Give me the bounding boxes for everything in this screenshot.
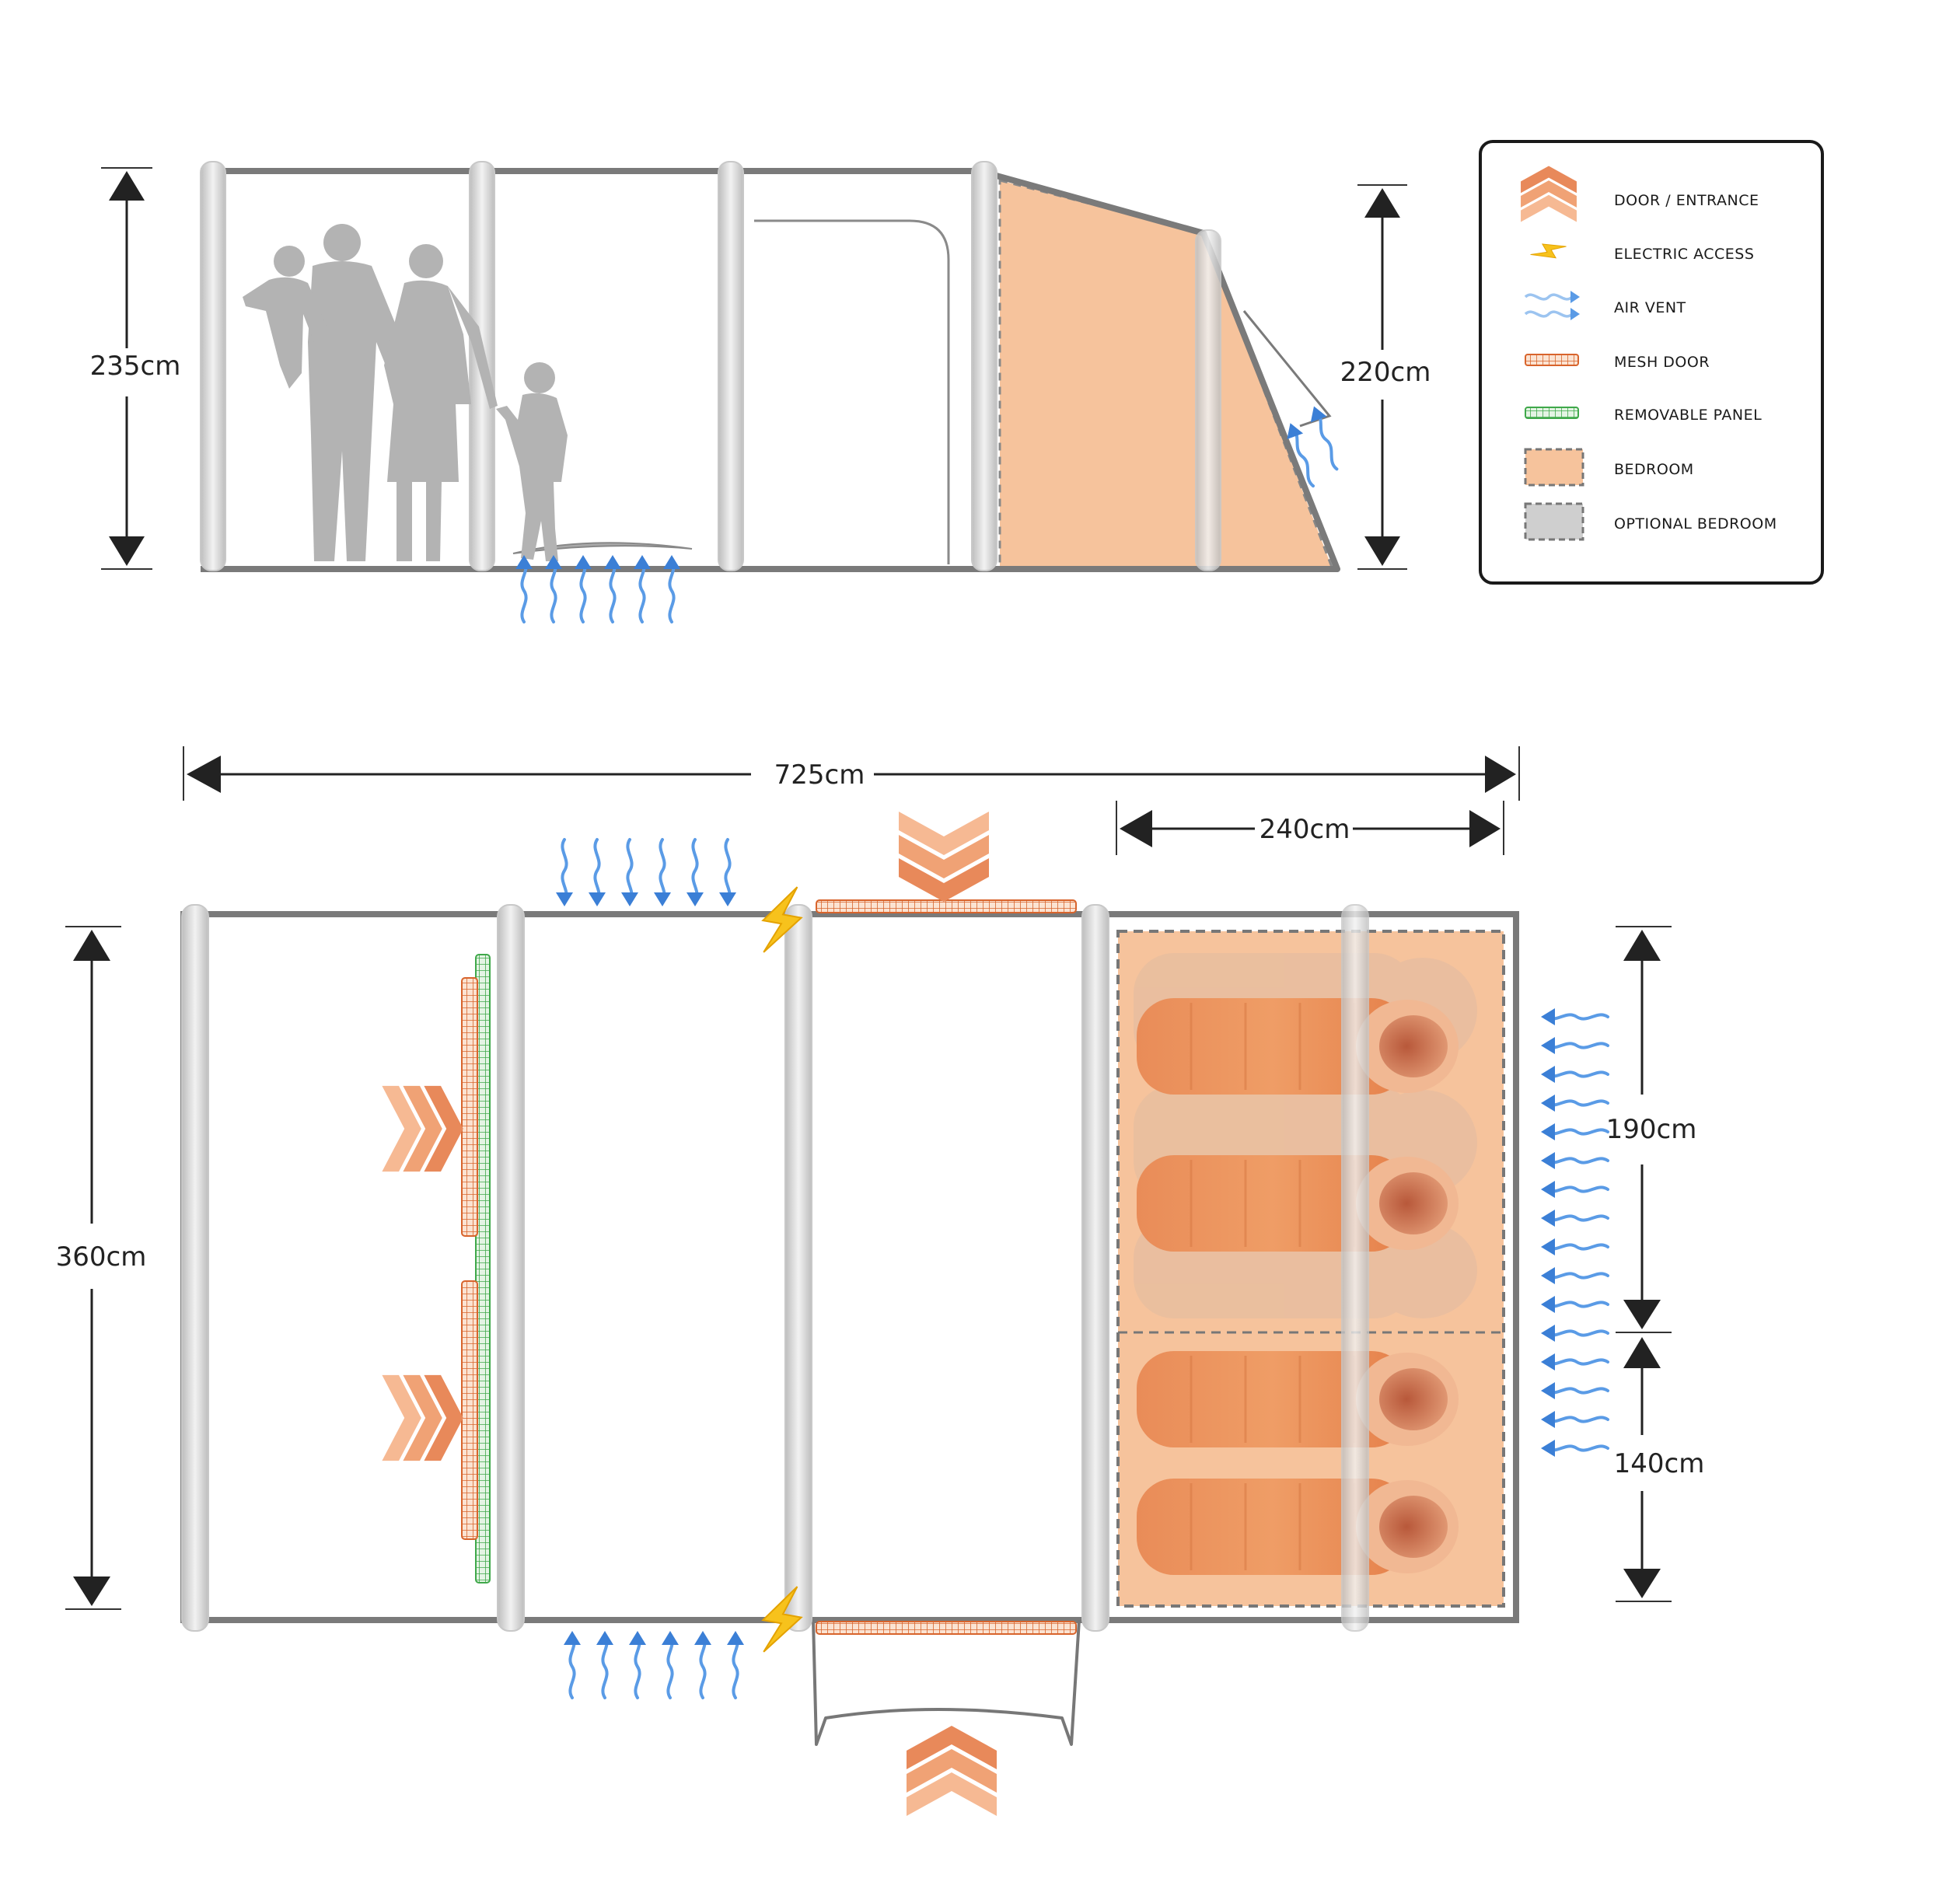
legend-label-bedroom: BEDROOM [1614,461,1694,478]
floor-beam-3 [784,904,812,1632]
dimension-bedroom-width: 190cm 140cm [1606,926,1705,1602]
air-vent-right [1539,1122,1609,1142]
porch-canopy [812,1619,1081,1746]
door-entrance-top [899,812,989,902]
legend-label-vent: AIR VENT [1614,299,1686,316]
side-rear-flap [1242,310,1332,428]
door-entrance-left-lower [382,1374,463,1461]
optional-bedroom-swatch [1524,502,1584,541]
dimension-height-left: 235cm [90,167,181,570]
legend-label-door: DOOR / ENTRANCE [1614,192,1759,209]
removable-panel-left [475,954,491,1583]
air-vent-right [1539,1179,1609,1199]
height-left-label: 235cm [90,351,181,382]
air-vent-right [1539,1352,1609,1372]
door-entrance-bottom [907,1726,997,1816]
dimension-total-length: 725cm [183,746,1520,801]
floor-vents-right [1539,1007,1609,1458]
removable-panel-icon [1525,407,1579,419]
side-beam-3 [718,161,744,571]
air-vent-right [1539,1064,1609,1084]
total-width-label: 360cm [56,1241,147,1273]
air-vent-right [1539,1323,1609,1343]
air-vent-right [1539,1438,1609,1458]
mesh-door-left-lower [461,1280,478,1540]
floor-beam-4 [1081,904,1109,1632]
total-length-label: 725cm [774,759,865,791]
bedroom-width-1-label: 190cm [1606,1114,1697,1145]
legend-label-mesh: MESH DOOR [1614,354,1710,371]
air-vent-right [1539,1294,1609,1315]
side-view: 235cm 220cm [90,161,1431,623]
side-bedroom-area [998,179,1335,571]
air-vent-right [1539,1035,1609,1056]
air-vent-right [1539,1381,1609,1401]
people-silhouette [243,224,568,561]
sleeping-bag-1 [1135,997,1460,1096]
side-door-outline [754,219,950,564]
side-floor-vents [514,553,682,623]
sleeping-bag-3 [1135,1350,1460,1449]
mesh-door-bottom [816,1621,1077,1635]
legend-label-optional: OPTIONAL BEDROOM [1614,515,1777,532]
side-floor-mound [512,542,693,554]
side-beam-4 [971,161,997,571]
floor-plan: 725cm 240cm [56,746,1705,1816]
air-vent-right [1539,1151,1609,1171]
floor-vents-bottom [562,1629,746,1699]
legend-label-panel: REMOVABLE PANEL [1614,407,1762,424]
air-vent-right [1539,1409,1609,1430]
bedroom-width-2-label: 140cm [1614,1448,1705,1479]
legend: DOOR / ENTRANCE ELECTRIC ACCESS AIR VENT… [1479,140,1824,585]
air-vent-icon [1524,291,1580,320]
height-right-label: 220cm [1340,357,1431,388]
door-entrance-left-upper [382,1085,463,1172]
side-beam-5 [1195,229,1221,571]
side-beam-1 [200,161,226,571]
floor-beam-5 [1341,904,1369,1632]
sleeping-bag-2 [1135,1154,1460,1253]
sleeping-bag-4 [1135,1477,1460,1577]
floor-beam-1 [181,904,209,1632]
mesh-door-icon [1525,354,1579,366]
bedroom-length-label: 240cm [1260,814,1350,845]
legend-label-electric: ELECTRIC ACCESS [1614,246,1754,263]
dimension-height-right: 220cm [1340,184,1431,570]
dimension-total-width: 360cm [56,926,147,1610]
air-vent-right [1539,1237,1609,1257]
air-vent-right [1539,1266,1609,1286]
air-vent-right [1539,1093,1609,1113]
floor-vents-top [554,838,738,908]
mesh-door-left-upper [461,977,478,1237]
air-vent-right [1539,1007,1609,1027]
dimension-bedroom-length: 240cm [1116,801,1504,855]
air-vent-right [1539,1208,1609,1228]
mesh-door-top [816,899,1077,913]
floor-beam-2 [497,904,525,1632]
bedroom-swatch [1524,448,1584,487]
